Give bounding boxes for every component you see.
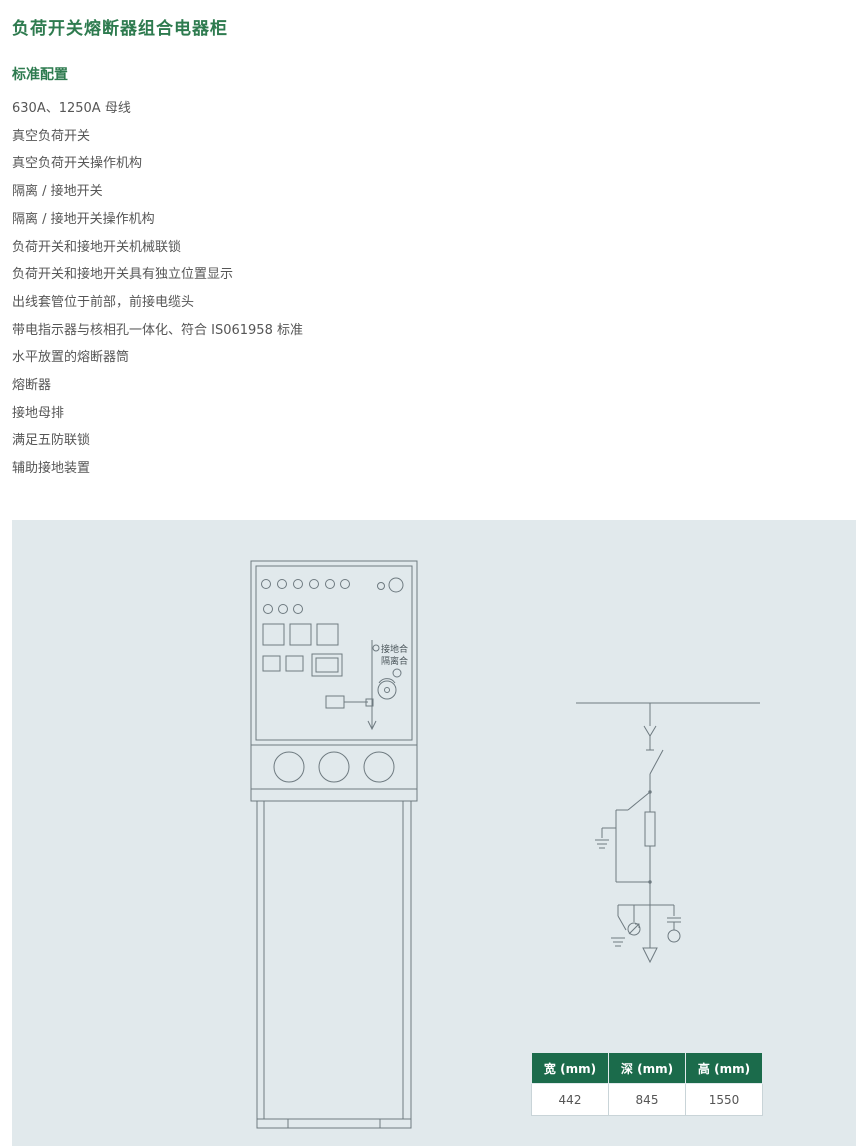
dimensions-table: 宽 (mm) 深 (mm) 高 (mm) 442 845 1550 [531,1052,763,1116]
table-value-depth: 845 [608,1083,686,1116]
feature-item: 负荷开关和接地开关具有独立位置显示 [12,267,234,283]
diagram-panel: 接地合 隔离合 [12,520,856,1146]
table-header-depth: 深 (mm) [608,1052,686,1084]
feature-item: 水平放置的熔断器筒 [12,350,130,366]
feature-item: 真空负荷开关操作机构 [12,156,143,172]
table-header-width: 宽 (mm) [531,1052,609,1084]
dimensions-table-value-row: 442 845 1550 [531,1083,763,1116]
feature-item: 出线套管位于前部，前接电缆头 [12,294,195,310]
feature-list: 630A、1250A 母线 真空负荷开关 真空负荷开关操作机构 隔离 / 接地开… [12,95,303,483]
feature-item: 满足五防联锁 [12,433,91,449]
section-subtitle: 标准配置 [12,67,68,83]
table-value-width: 442 [531,1083,609,1116]
feature-item: 隔离 / 接地开关操作机构 [12,211,155,227]
single-line-schematic [576,702,760,964]
feature-item: 辅助接地装置 [12,461,91,477]
feature-item: 隔离 / 接地开关 [12,184,103,200]
feature-item: 熔断器 [12,378,52,394]
feature-item: 630A、1250A 母线 [12,101,131,116]
dimensions-table-header-row: 宽 (mm) 深 (mm) 高 (mm) [531,1052,763,1084]
cabinet-label-earth-close: 接地合 [381,643,408,655]
table-header-height: 高 (mm) [685,1052,763,1084]
cabinet-label-isolate-close: 隔离合 [381,655,408,667]
feature-item: 带电指示器与核相孔一体化、符合 IS061958 标准 [12,322,303,338]
feature-item: 真空负荷开关 [12,128,91,144]
cabinet-front-drawing: 接地合 隔离合 [250,560,418,1129]
feature-item: 负荷开关和接地开关机械联锁 [12,239,182,255]
table-value-height: 1550 [685,1083,763,1116]
page-title: 负荷开关熔断器组合电器柜 [12,19,228,39]
feature-item: 接地母排 [12,405,65,421]
